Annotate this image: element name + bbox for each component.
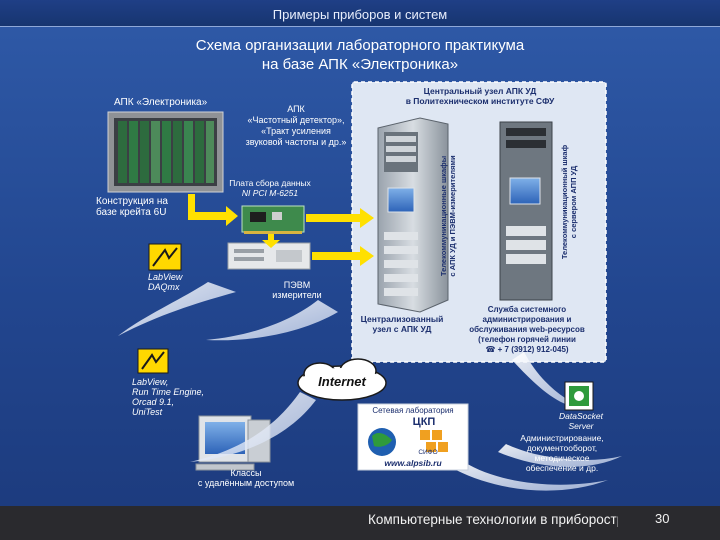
central-node-title-line-1: Центральный узел АПК УД bbox=[423, 86, 537, 96]
ckp-sub-label: СИФО bbox=[418, 449, 438, 456]
datasocket-icon bbox=[564, 381, 594, 411]
admin-desc-line-1: Администрирование, bbox=[520, 433, 604, 443]
apk-label: АПК «Электроника» bbox=[114, 97, 208, 108]
labview-software-icon bbox=[137, 348, 169, 374]
classes-label-line-1: Классы bbox=[230, 468, 262, 478]
labview-daqmx-label: LabView DAQmx bbox=[148, 272, 198, 292]
classes-label: Классы с удалённым доступом bbox=[176, 468, 316, 488]
pevm-label-line-2: измерители bbox=[272, 290, 322, 300]
slide-title: Схема организации лабораторного практику… bbox=[60, 36, 660, 74]
arrow-crate-to-board bbox=[188, 194, 238, 226]
software-line-4: UniTest bbox=[132, 407, 163, 417]
classes-label-line-2: с удалённым доступом bbox=[197, 478, 295, 488]
datasocket-label: DataSocket Server bbox=[548, 411, 614, 431]
daq-board-label-line-2: NI PCI M-6251 bbox=[241, 188, 299, 198]
slide-title-line-1: Схема организации лабораторного практику… bbox=[195, 37, 525, 54]
pevm-label: ПЭВМ измерители bbox=[262, 280, 332, 300]
apk-desc-line-4: звуковой частоты и др.» bbox=[245, 137, 347, 147]
centralized-label-line-2: узел с АПК УД bbox=[372, 324, 432, 334]
service-label-line-2: администрирования и bbox=[482, 315, 572, 324]
curve-internet-left bbox=[190, 392, 316, 462]
centralized-label-line-1: Централизованный bbox=[360, 314, 444, 324]
footer-bar bbox=[0, 506, 720, 540]
central-node-title-line-2: в Политехническом институте СФУ bbox=[405, 96, 555, 106]
apk-desc-line-3: «Тракт усиления bbox=[261, 126, 331, 136]
header-bar: Примеры приборов и систем bbox=[0, 0, 720, 27]
server-rack-image bbox=[499, 121, 553, 301]
labview-daqmx-line-1: LabView bbox=[148, 272, 183, 282]
central-node-title: Центральный узел АПК УД в Политехническо… bbox=[360, 86, 600, 106]
daq-board-label: Плата сбора данных NI PCI M-6251 bbox=[222, 178, 318, 198]
server-rack-label-line-1: Телекоммуникационный шкаф bbox=[560, 144, 569, 260]
telecom-racks-vertical-label: Телекоммуникационные шкафы с АПК УД и ПЭ… bbox=[439, 129, 457, 303]
curve-left bbox=[118, 282, 236, 336]
telecom-racks-label-line-1: Телекоммуникационные шкафы bbox=[439, 155, 448, 277]
service-label-line-5: ☎ + 7 (3912) 912-045) bbox=[485, 345, 569, 354]
apk-crate-image bbox=[107, 111, 224, 193]
apk-desc-line-2: «Частотный детектор», bbox=[247, 115, 345, 125]
server-rack-vertical-label: Телекоммуникационный шкаф с сервером АПП… bbox=[560, 127, 578, 277]
apk-description: АПК «Частотный детектор», «Тракт усилени… bbox=[226, 104, 366, 148]
admin-description: Администрирование, документооборот, мето… bbox=[510, 433, 614, 473]
software-line-2: Run Time Engine, bbox=[132, 387, 204, 397]
admin-desc-line-3: методическое bbox=[534, 453, 590, 463]
header-title: Примеры приборов и систем bbox=[272, 7, 448, 22]
software-line-1: LabView, bbox=[132, 377, 169, 387]
curve-bottom bbox=[456, 462, 608, 491]
page-number: 30 bbox=[655, 511, 670, 526]
admin-desc-line-4: обеспечение и др. bbox=[525, 463, 599, 473]
service-label-line-4: (телефон горячей линии bbox=[478, 335, 576, 344]
service-label: Служба системного администрирования и об… bbox=[448, 305, 606, 355]
slide-title-line-2: на базе АПК «Электроника» bbox=[261, 56, 459, 73]
service-label-line-1: Служба системного bbox=[487, 305, 567, 314]
internet-label: Internet bbox=[318, 374, 366, 389]
pevm-image bbox=[227, 242, 311, 270]
datasocket-label-line-2: Server bbox=[568, 421, 594, 431]
centralized-node-label: Централизованный узел с АПК УД bbox=[352, 314, 452, 334]
network-lab-logo bbox=[357, 403, 469, 471]
ckp-label: ЦКП bbox=[412, 416, 436, 428]
curve-right bbox=[512, 352, 590, 410]
network-lab-title: Сетевая лаборатория bbox=[372, 406, 454, 415]
software-line-3: Orcad 9.1, bbox=[132, 397, 175, 407]
arrow-board-to-pevm bbox=[262, 234, 280, 248]
service-label-line-3: обслуживания web-ресурсов bbox=[469, 325, 585, 334]
crate-label: Конструкция на базе крейта 6U bbox=[96, 196, 186, 218]
telecom-racks-label-line-2: с АПК УД и ПЭВМ-измерителями bbox=[448, 155, 457, 277]
telecom-racks-image bbox=[377, 117, 449, 313]
curve-bottom-right bbox=[498, 444, 622, 467]
daq-board-label-line-1: Плата сбора данных bbox=[229, 178, 311, 188]
daq-board-image bbox=[241, 205, 305, 234]
pevm-label-line-1: ПЭВМ bbox=[283, 280, 311, 290]
labview-daqmx-line-2: DAQmx bbox=[148, 282, 180, 292]
internet-cloud bbox=[297, 358, 387, 401]
crate-label-line-1: Конструкция на bbox=[96, 196, 168, 207]
admin-desc-line-2: документооборот, bbox=[526, 443, 598, 453]
arrow-board-to-rack bbox=[306, 208, 374, 228]
footer-text: Компьютерные технологии в приборостроени… bbox=[368, 512, 618, 527]
labview-daqmx-icon bbox=[148, 243, 182, 271]
apk-desc-line-1: АПК bbox=[287, 104, 305, 114]
curve-mid bbox=[206, 300, 338, 341]
crate-label-line-2: базе крейта 6U bbox=[96, 207, 167, 218]
datasocket-label-line-1: DataSocket bbox=[559, 411, 603, 421]
server-rack-label-line-2: с сервером АПП УД bbox=[569, 165, 578, 239]
network-url: www.alpsib.ru bbox=[384, 458, 442, 468]
software-list: LabView, Run Time Engine, Orcad 9.1, Uni… bbox=[132, 377, 228, 417]
arrow-pevm-to-rack bbox=[312, 246, 374, 266]
